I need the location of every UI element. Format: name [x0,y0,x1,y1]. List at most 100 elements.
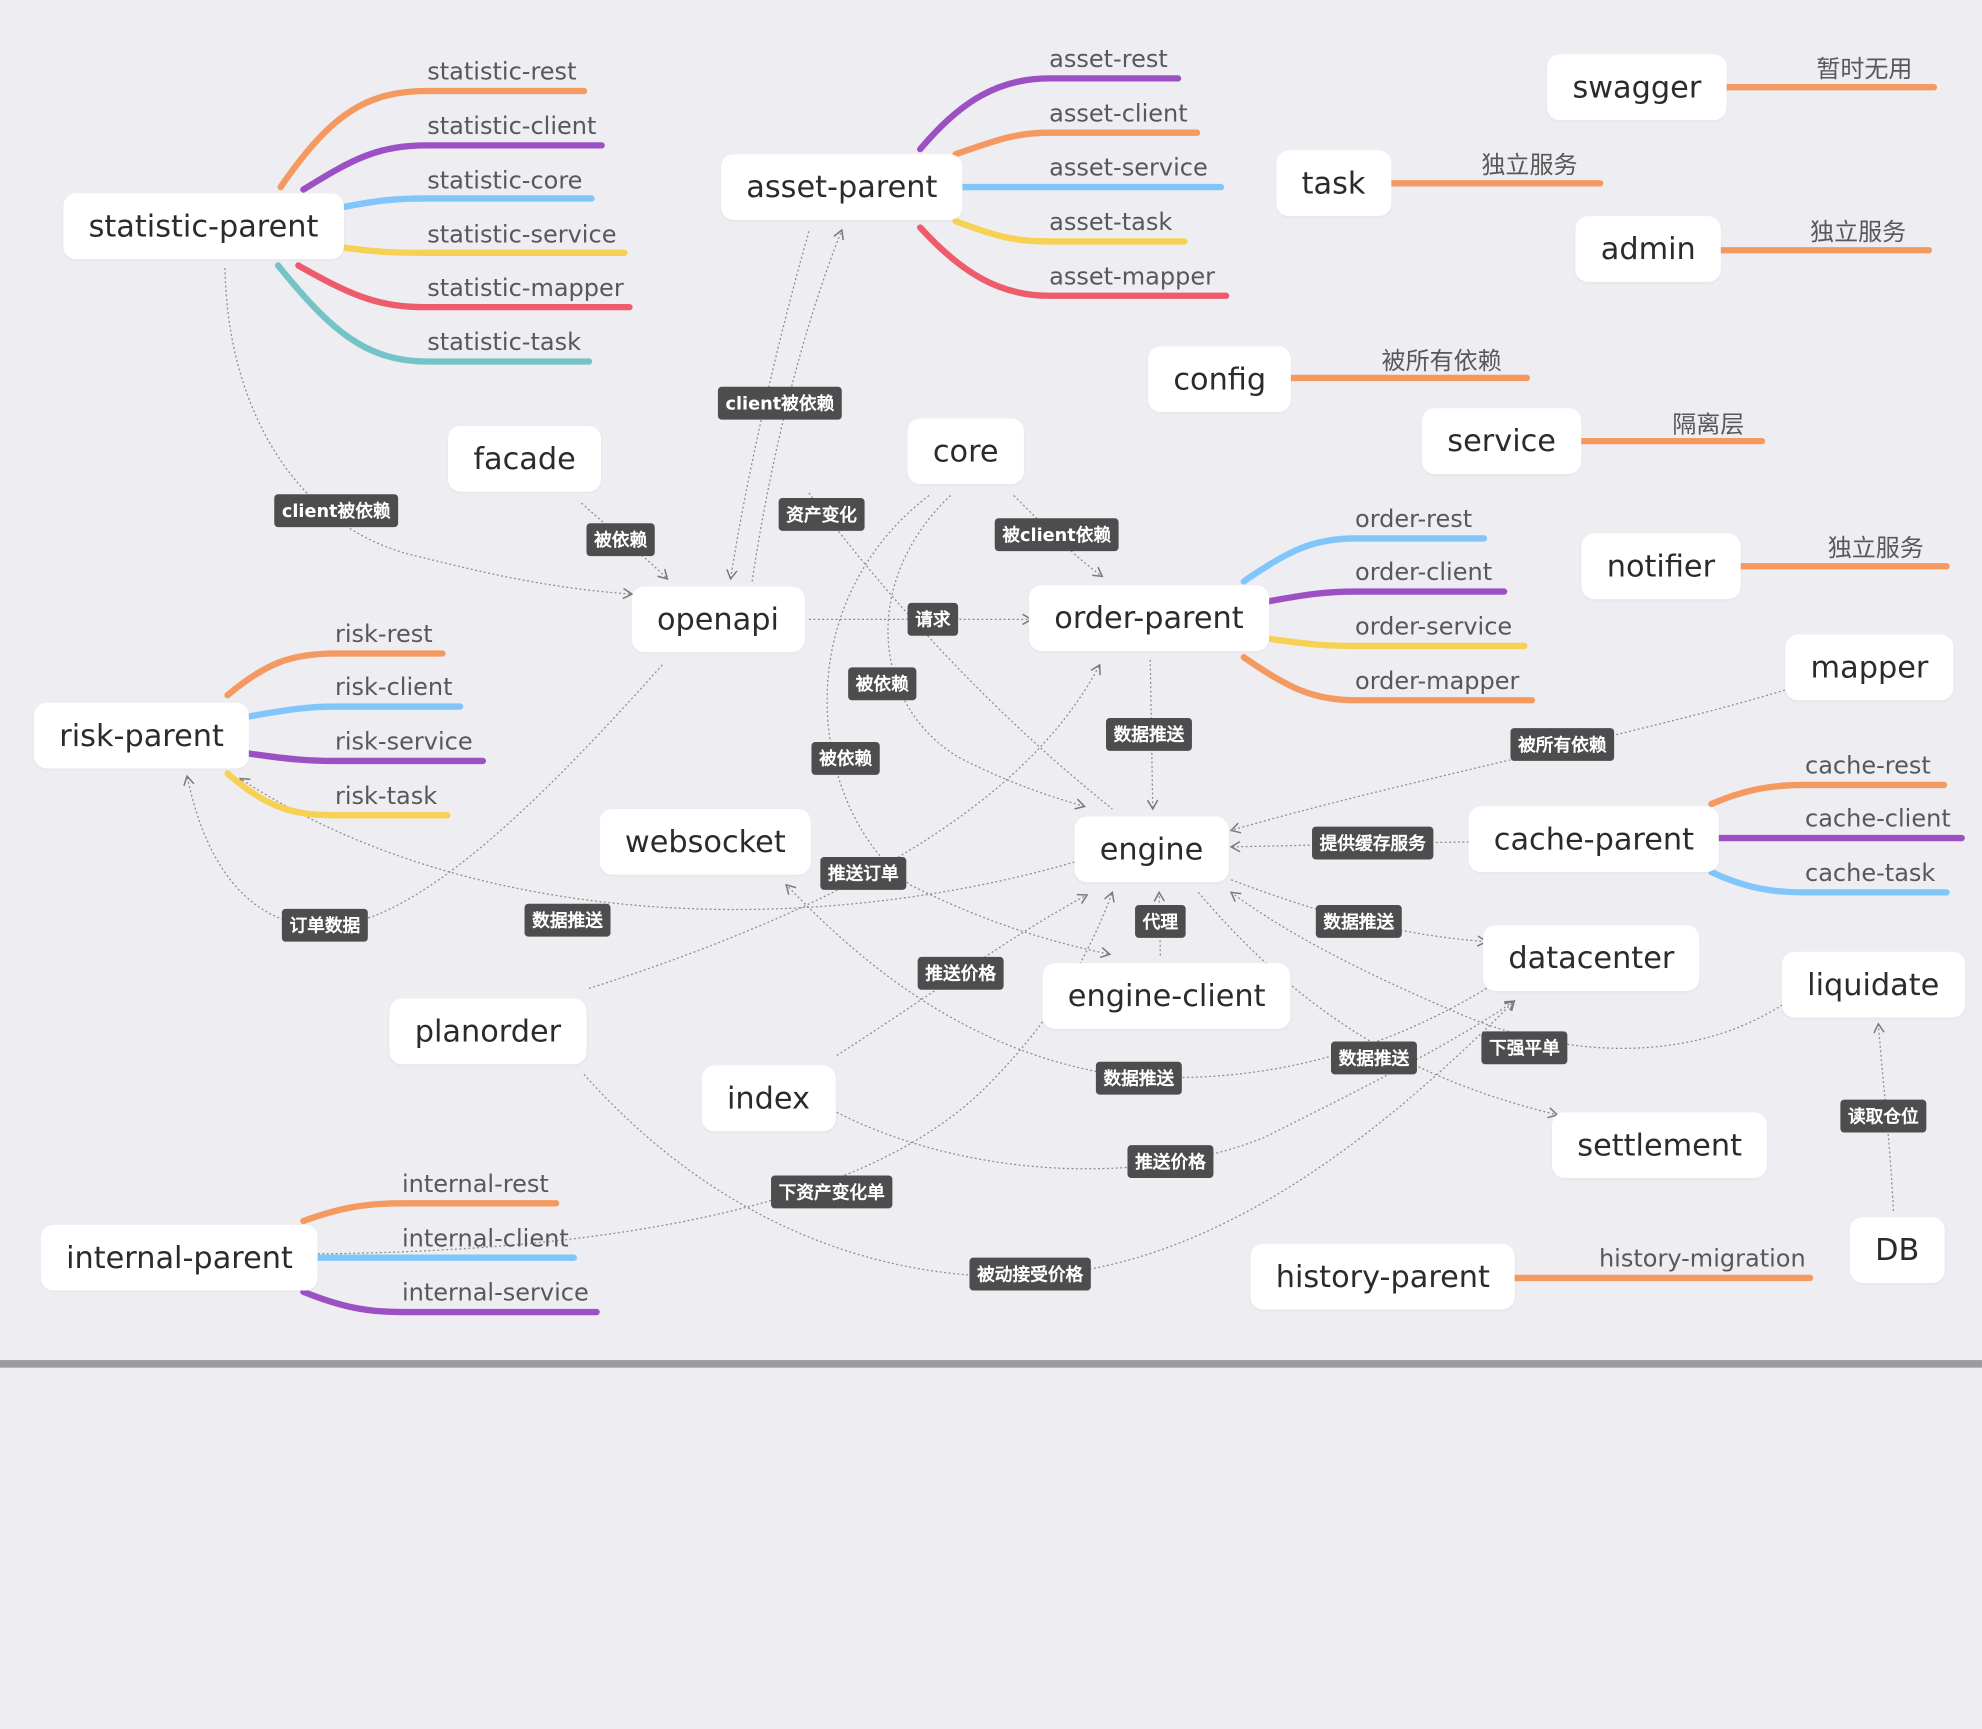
node-db[interactable]: DB [1849,1217,1945,1283]
node-statistic-parent[interactable]: statistic-parent [63,193,344,260]
leaf-statistic-mapper[interactable]: statistic-mapper [427,274,624,303]
node-asset-parent[interactable]: asset-parent [720,154,963,220]
leaf-risk-client[interactable]: risk-client [334,673,453,702]
node-facade[interactable]: facade [448,425,602,492]
tag-asset-change-order: 下资产变化单 [771,1175,893,1209]
leaf-order-client[interactable]: order-client [1355,558,1493,587]
node-config[interactable]: config [1148,346,1292,413]
edge-order-engine [1146,659,1159,811]
leaf-internal-rest[interactable]: internal-rest [401,1170,549,1199]
leaf-notifier-note[interactable]: 独立服务 [1827,534,1924,563]
node-internal-parent[interactable]: internal-parent [40,1224,319,1291]
edge-asset-openapi [726,231,810,581]
edge-statistic-openapi [224,267,634,600]
tag-request: 请求 [907,602,959,636]
leaf-history-migration[interactable]: history-migration [1598,1245,1806,1273]
node-websocket[interactable]: websocket [599,808,812,875]
leaf-asset-task[interactable]: asset-task [1049,208,1173,237]
leaf-cache-task[interactable]: cache-task [1804,859,1936,888]
leaf-statistic-core[interactable]: statistic-core [427,166,583,195]
leaf-asset-service[interactable]: asset-service [1049,154,1208,183]
node-planorder[interactable]: planorder [389,998,587,1065]
tag-asset-change: 资产变化 [778,498,865,531]
branch-statistic-rest [277,87,588,191]
branch-order-service [1263,635,1528,650]
node-engine-client[interactable]: engine-client [1042,963,1291,1029]
node-history-parent[interactable]: history-parent [1250,1243,1516,1310]
tag-passive-price: 被动接受价格 [969,1257,1091,1291]
leaf-asset-client[interactable]: asset-client [1049,99,1188,128]
tag-engine-dc-push: 数据推送 [1315,905,1402,938]
leaf-risk-task[interactable]: risk-task [334,782,438,811]
edge-engine-settlement [1197,891,1559,1119]
leaf-risk-rest[interactable]: risk-rest [334,620,433,649]
leaf-cache-rest[interactable]: cache-rest [1804,752,1931,780]
node-liquidate[interactable]: liquidate [1781,951,1965,1018]
leaf-statistic-client[interactable]: statistic-client [427,112,597,141]
edge-openapi-risk [183,664,663,927]
tag-core-client-dep: 被client依赖 [994,518,1119,552]
node-core[interactable]: core [907,418,1024,485]
tag-core-dep-1: 被依赖 [848,667,917,701]
tag-push-price-1: 推送价格 [917,956,1004,990]
leaf-asset-rest[interactable]: asset-rest [1049,45,1168,74]
branch-order-mapper [1240,654,1536,704]
leaf-statistic-task[interactable]: statistic-task [427,328,582,357]
tag-mapper-dep: 被所有依赖 [1510,728,1615,761]
leaf-task-note[interactable]: 独立服务 [1481,151,1578,180]
branch-order-rest [1240,535,1488,585]
tag-proxy: 代理 [1135,905,1186,938]
leaf-swagger-note[interactable]: 暂时无用 [1816,55,1913,84]
leaf-risk-service[interactable]: risk-service [334,728,473,756]
branch-asset-task [952,218,1188,245]
leaf-internal-service[interactable]: internal-service [401,1279,589,1307]
edge-core-engine-client [826,494,1112,959]
node-engine[interactable]: engine [1074,816,1229,883]
node-index[interactable]: index [701,1065,836,1132]
node-swagger[interactable]: swagger [1547,54,1727,121]
node-mapper[interactable]: mapper [1785,634,1954,701]
branch-asset-rest [917,75,1182,153]
node-datacenter[interactable]: datacenter [1483,925,1700,991]
branch-statistic-task [274,262,593,365]
tag-core-dep-2: 被依赖 [811,741,880,775]
tag-ws-data-push: 数据推送 [1095,1061,1182,1095]
branch-statistic-service [333,243,628,256]
node-notifier[interactable]: notifier [1581,533,1741,600]
leaf-config-note[interactable]: 被所有依赖 [1381,347,1502,376]
tag-facade-dep: 被依赖 [586,523,655,557]
tag-dc-data-push: 数据推送 [1330,1041,1417,1075]
branch-statistic-core [333,195,595,212]
leaf-service-note[interactable]: 隔离层 [1672,410,1745,439]
tag-push-price-2: 推送价格 [1127,1145,1214,1179]
leaf-admin-note[interactable]: 独立服务 [1810,218,1907,247]
node-openapi[interactable]: openapi [631,586,805,653]
leaf-internal-client[interactable]: internal-client [401,1224,569,1253]
tag-cache-service: 提供缓存服务 [1312,826,1434,860]
branch-risk-service [244,750,487,765]
branch-cache-rest [1708,781,1948,808]
leaf-statistic-service[interactable]: statistic-service [427,221,617,250]
node-service[interactable]: service [1422,408,1582,475]
edge-liquidate-engine [1229,891,1783,1049]
leaf-cache-client[interactable]: cache-client [1804,805,1951,833]
leaf-statistic-rest[interactable]: statistic-rest [427,58,577,86]
leaf-order-rest[interactable]: order-rest [1355,505,1473,534]
tag-force-close: 下强平单 [1481,1031,1568,1065]
bottom-scrollbar-strip [0,1360,1982,1368]
branch-statistic-mapper [295,262,633,311]
node-settlement[interactable]: settlement [1552,1112,1768,1179]
node-cache-parent[interactable]: cache-parent [1468,806,1720,873]
node-admin[interactable]: admin [1575,216,1722,282]
node-order-parent[interactable]: order-parent [1029,585,1269,651]
edge-openapi-asset [751,228,845,582]
tag-order-data: 订单数据 [281,908,368,942]
leaf-asset-mapper[interactable]: asset-mapper [1049,262,1215,291]
leaf-order-service[interactable]: order-service [1355,613,1513,641]
node-task[interactable]: task [1276,150,1391,217]
node-risk-parent[interactable]: risk-parent [33,702,250,769]
tag-risk-data-push: 数据推送 [524,903,611,937]
wires-layer [183,75,1965,1316]
leaf-order-mapper[interactable]: order-mapper [1355,667,1520,696]
